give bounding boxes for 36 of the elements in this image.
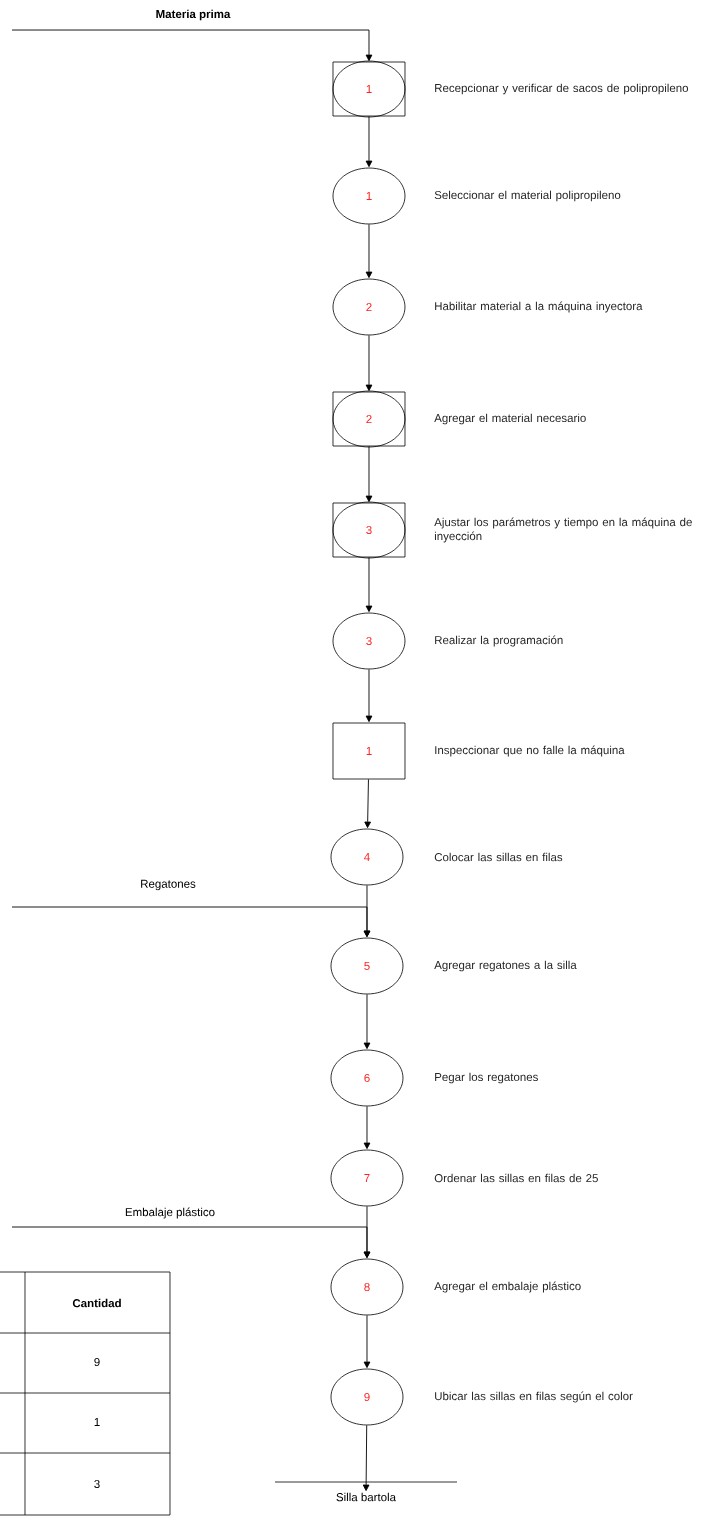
step-description: Colocar las sillas en filas [434, 852, 563, 862]
step-description: Inspeccionar que no falle la máquina [435, 745, 625, 757]
step-description: Agregar regatones a la silla [434, 960, 577, 972]
arrow [363, 1105, 371, 1150]
arrow [363, 884, 371, 938]
arrow [365, 334, 373, 392]
step-description: Seleccionar el material polipropileno [434, 190, 621, 202]
step-description: Recepcionar y verificar de sacos de polipropileno [435, 83, 689, 95]
step-description: Ordenar las sillas en filas de 25 [434, 1173, 598, 1183]
step-description: Habilitar material a la máquina inyectora [435, 301, 643, 313]
edge-label: Materia prima [154, 8, 232, 22]
arrow [363, 1314, 371, 1369]
arrow [362, 1424, 370, 1492]
step-description: Agregar el embalaje plástico [434, 1281, 581, 1293]
table-header: Cantidad [72, 1298, 121, 1308]
table-cell: 9 [94, 1357, 100, 1367]
arrow [365, 668, 373, 723]
edge-label: Embalaje plástico [123, 1206, 217, 1220]
arrow [363, 1205, 371, 1259]
arrow [365, 556, 373, 613]
step-description: Ubicar las sillas en filas según el color [435, 1391, 633, 1403]
edge-label: Regatones [139, 878, 197, 892]
step-description: Agregar el material necesario [434, 413, 586, 425]
table-cell: 1 [94, 1418, 100, 1426]
table-cell: 3 [94, 1479, 100, 1489]
arrow [363, 993, 371, 1050]
arrow [365, 115, 373, 168]
arrow [11, 29, 373, 62]
arrow [365, 223, 373, 279]
step-description: Ajustar los parámetros y tiempo en la máquina de inyección [434, 517, 692, 543]
arrow [364, 778, 371, 829]
inspection-box: 1 [332, 722, 406, 780]
step-description: Realizar la programación [435, 635, 563, 647]
end-product-label: Silla bartola [274, 1481, 458, 1502]
arrow [365, 445, 373, 503]
step-description: Pegar los regatones [435, 1072, 538, 1084]
